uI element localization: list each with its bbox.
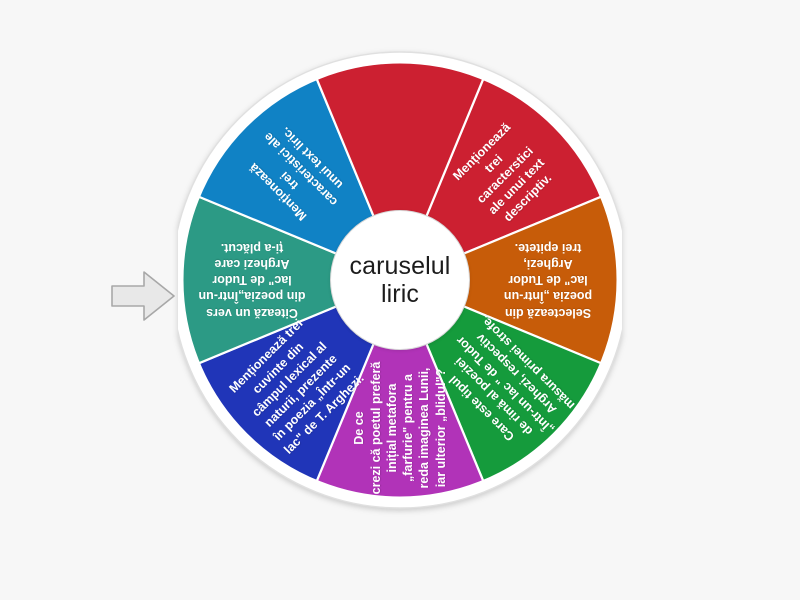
- wheel-hub-label: caruselul liric: [349, 252, 451, 308]
- spin-wheel[interactable]: caruselul liric Menționează trei caracte…: [178, 28, 622, 572]
- pointer-arrow-icon: [111, 271, 175, 321]
- wheel-graphic[interactable]: [178, 28, 622, 572]
- wheel-hub[interactable]: caruselul liric: [330, 210, 470, 350]
- spin-pointer: [110, 268, 176, 324]
